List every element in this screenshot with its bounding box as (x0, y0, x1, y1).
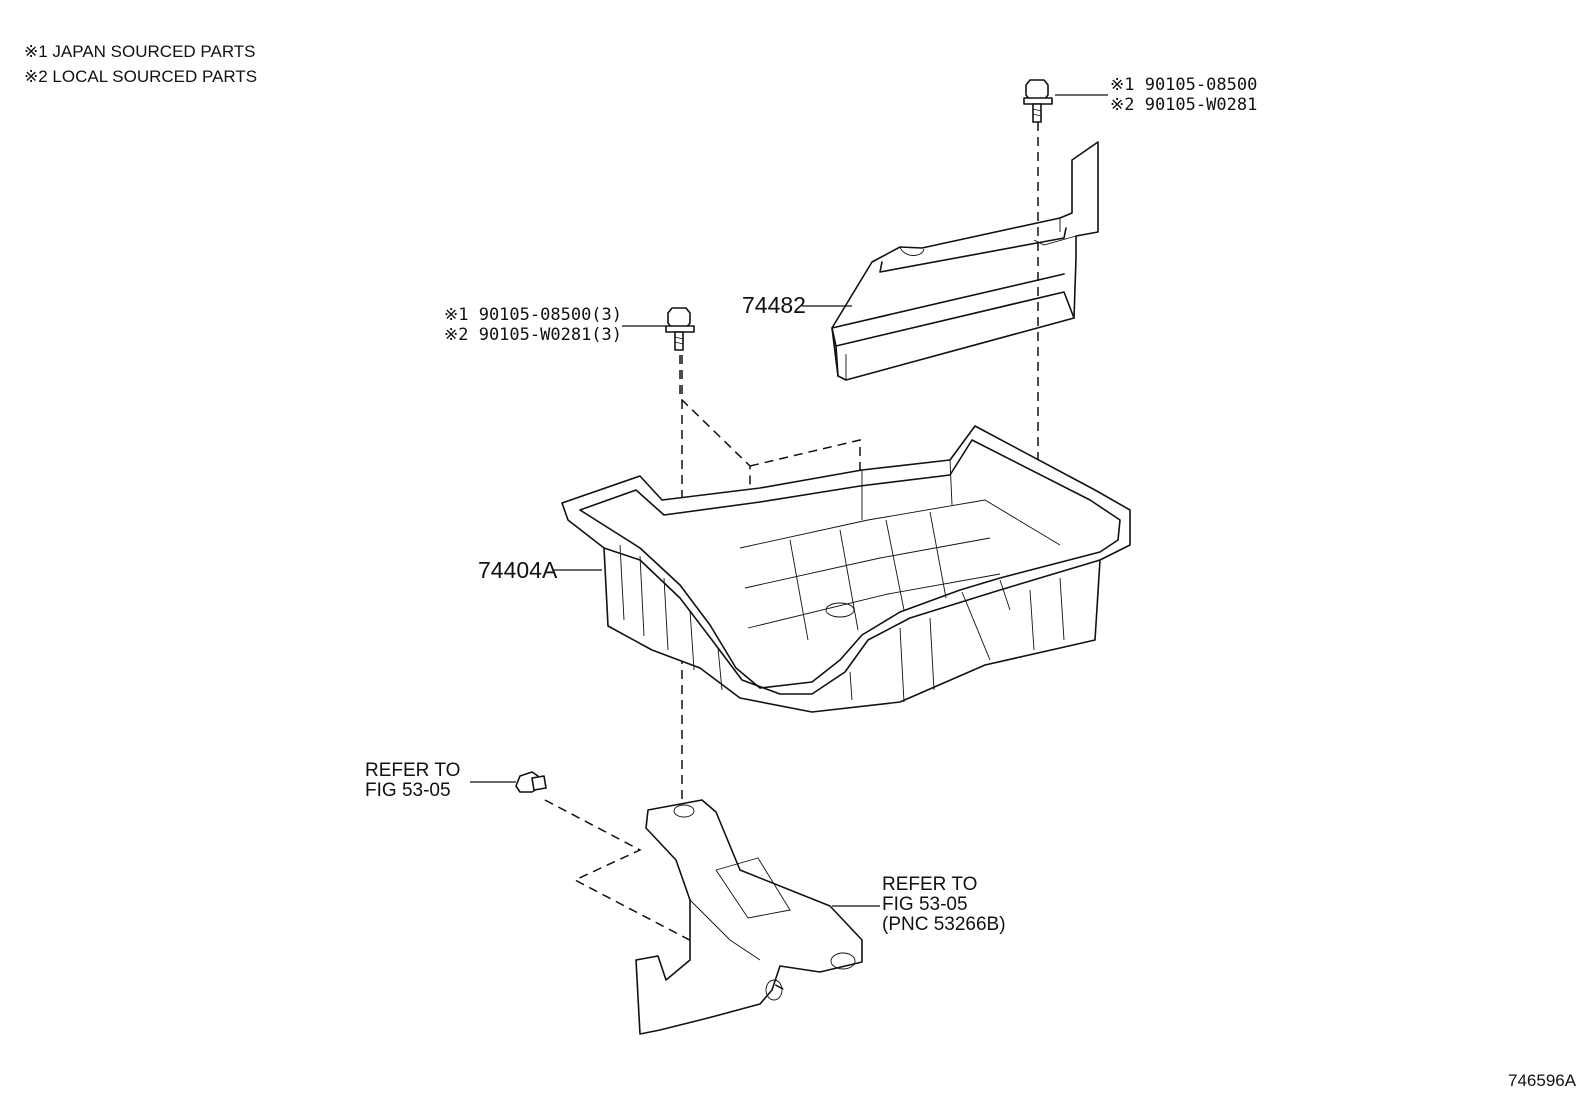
tray-74404a-label: 74404A (478, 557, 558, 583)
cover-74482[interactable] (831, 141, 1099, 381)
bolt-top-right-label-1: ※1 90105-08500 (1110, 75, 1257, 95)
ref-right-line-3: (PNC 53266B) (882, 914, 1006, 935)
bolt-left[interactable] (665, 307, 695, 351)
bolt-lower-left[interactable] (515, 771, 547, 793)
ref-left-line-1: REFER TO (365, 760, 460, 781)
tray-74404a[interactable] (561, 425, 1131, 713)
ref-left-line-2: FIG 53-05 (365, 780, 451, 801)
bolt-left-label-2: ※2 90105-W0281(3) (444, 325, 622, 345)
assembly-line-bracket (544, 799, 786, 991)
assembly-line-left (679, 355, 751, 660)
cover-74482-label: 74482 (742, 292, 806, 318)
legend-japan-sourced: ※1 JAPAN SOURCED PARTS (24, 42, 256, 61)
bolt-top-right-label-2: ※2 90105-W0281 (1110, 95, 1257, 115)
bolt-top-right[interactable] (1023, 79, 1053, 123)
figure-id: 746596A (1508, 1071, 1577, 1090)
legend-local-sourced: ※2 LOCAL SOURCED PARTS (24, 67, 257, 86)
ref-right-line-1: REFER TO (882, 874, 977, 895)
bolt-left-label-1: ※1 90105-08500(3) (444, 305, 622, 325)
ref-right-line-2: FIG 53-05 (882, 894, 968, 915)
bracket[interactable] (635, 799, 863, 1035)
